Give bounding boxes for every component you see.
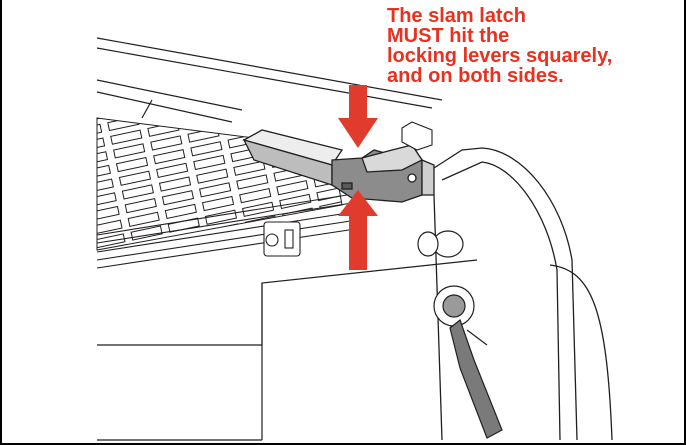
door-panel: [97, 259, 478, 441]
caption-line-4: and on both sides.: [387, 65, 564, 87]
door-knob: [417, 230, 464, 258]
caption-line-2: MUST hit the: [387, 25, 510, 47]
warning-caption: The slam latch MUST hit the locking leve…: [387, 6, 677, 86]
roller-door-grille: [96, 117, 343, 251]
roof-rail: [96, 37, 443, 123]
rail-clip: [401, 121, 433, 151]
ratchet-tool: [433, 285, 503, 439]
caption-line-1: The slam latch: [387, 5, 526, 27]
bottom-rail: [96, 194, 363, 269]
caption-line-3: locking levers squarely,: [387, 45, 613, 67]
arrow-up-icon: [338, 190, 378, 270]
hinge-bracket: [263, 221, 301, 257]
arrow-down-icon: [338, 85, 378, 148]
